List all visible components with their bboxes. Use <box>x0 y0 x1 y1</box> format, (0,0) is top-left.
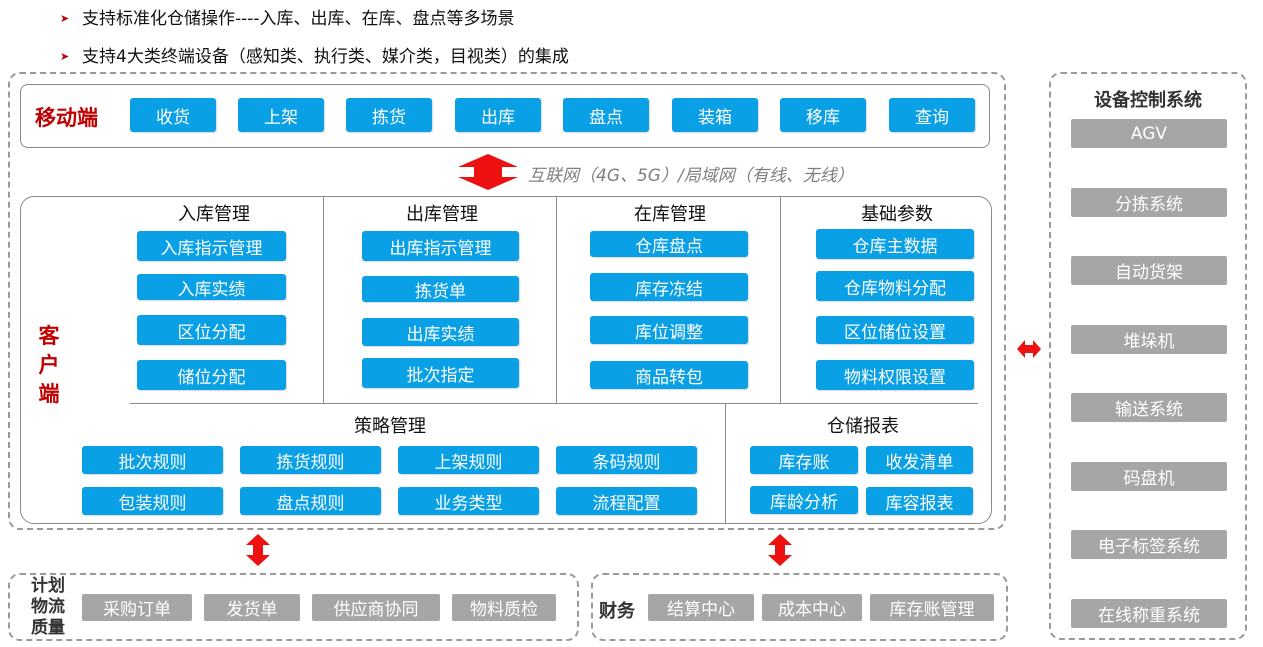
inbound-result-button[interactable]: 入库实绩 <box>137 274 286 300</box>
bullet-1: ➤ 支持标准化仓储操作----入库、出库、在库、盘点等多场景 <box>60 4 515 29</box>
supplier-collab-button[interactable]: 供应商协同 <box>312 594 440 621</box>
shelve-rule-button[interactable]: 上架规则 <box>398 446 539 474</box>
divider <box>130 403 978 404</box>
stock-ledger-button[interactable]: 库存账 <box>750 446 858 474</box>
divider <box>780 197 781 403</box>
count-rule-button[interactable]: 盘点规则 <box>240 487 381 515</box>
divider <box>556 197 557 403</box>
section-title-inbound: 入库管理 <box>178 204 250 225</box>
equipment-e-label[interactable]: 电子标签系统 <box>1071 530 1227 559</box>
repack-button[interactable]: 商品转包 <box>590 361 748 389</box>
mobile-button-count[interactable]: 盘点 <box>563 98 649 132</box>
mobile-button-query[interactable]: 查询 <box>889 98 975 132</box>
equipment-title: 设备控制系统 <box>1094 90 1202 111</box>
finance-container <box>591 573 1008 641</box>
batch-assign-button[interactable]: 批次指定 <box>362 358 519 388</box>
receipt-issue-list-button[interactable]: 收发清单 <box>866 446 973 474</box>
mobile-button-shelve[interactable]: 上架 <box>238 98 324 132</box>
double-arrow-vertical-icon <box>458 154 518 190</box>
process-config-button[interactable]: 流程配置 <box>556 487 697 515</box>
equipment-palletizer[interactable]: 码盘机 <box>1071 462 1227 491</box>
pick-rule-button[interactable]: 拣货规则 <box>240 446 381 474</box>
finance-title: 财务 <box>599 601 635 622</box>
equipment-weighing[interactable]: 在线称重系统 <box>1071 599 1227 628</box>
equipment-conveyor[interactable]: 输送系统 <box>1071 393 1227 422</box>
stock-freeze-button[interactable]: 库存冻结 <box>590 273 748 301</box>
mobile-title: 移动端 <box>35 106 98 130</box>
mobile-button-pack[interactable]: 装箱 <box>672 98 758 132</box>
bullet-text: 支持4大类终端设备（感知类、执行类、媒介类，目视类）的集成 <box>82 47 569 67</box>
section-title-reports: 仓储报表 <box>827 416 899 437</box>
divider <box>323 197 324 403</box>
delivery-note-button[interactable]: 发货单 <box>204 594 300 621</box>
plan-container <box>8 573 579 641</box>
equipment-sorting[interactable]: 分拣系统 <box>1071 188 1227 217</box>
section-title-strategy: 策略管理 <box>354 416 426 437</box>
pick-list-button[interactable]: 拣货单 <box>362 276 519 302</box>
outbound-result-button[interactable]: 出库实绩 <box>362 318 519 346</box>
business-type-button[interactable]: 业务类型 <box>398 487 539 515</box>
mobile-button-receive[interactable]: 收货 <box>130 98 216 132</box>
double-arrow-vertical-icon <box>768 534 792 566</box>
equipment-agv[interactable]: AGV <box>1071 119 1227 148</box>
zone-bin-setting-button[interactable]: 区位储位设置 <box>816 316 974 344</box>
mobile-button-move[interactable]: 移库 <box>780 98 866 132</box>
bin-adjust-button[interactable]: 库位调整 <box>590 316 748 344</box>
settlement-center-button[interactable]: 结算中心 <box>648 594 754 621</box>
equipment-container <box>1049 72 1247 640</box>
outbound-instruction-button[interactable]: 出库指示管理 <box>362 231 519 261</box>
material-qc-button[interactable]: 物料质检 <box>452 594 556 621</box>
section-title-inventory: 在库管理 <box>634 204 706 225</box>
mobile-button-pick[interactable]: 拣货 <box>346 98 432 132</box>
packing-rule-button[interactable]: 包装规则 <box>82 487 223 515</box>
plan-title: 计划物流质量 <box>31 576 65 638</box>
bullet-text: 支持标准化仓储操作----入库、出库、在库、盘点等多场景 <box>82 9 515 29</box>
barcode-rule-button[interactable]: 条码规则 <box>556 446 697 474</box>
warehouse-master-button[interactable]: 仓库主数据 <box>816 229 974 259</box>
warehouse-material-button[interactable]: 仓库物料分配 <box>816 271 974 301</box>
zone-allocation-button[interactable]: 区位分配 <box>137 315 286 345</box>
stock-ledger-mgmt-button[interactable]: 库存账管理 <box>870 594 994 621</box>
stock-age-button[interactable]: 库龄分析 <box>750 486 858 514</box>
cost-center-button[interactable]: 成本中心 <box>762 594 862 621</box>
bullet-2: ➤ 支持4大类终端设备（感知类、执行类、媒介类，目视类）的集成 <box>60 42 569 67</box>
batch-rule-button[interactable]: 批次规则 <box>82 446 223 474</box>
purchase-order-button[interactable]: 采购订单 <box>82 594 192 621</box>
client-title: 客户端 <box>38 324 60 406</box>
double-arrow-horizontal-icon <box>1017 340 1041 358</box>
section-title-basic-params: 基础参数 <box>861 204 933 225</box>
mobile-button-outbound[interactable]: 出库 <box>455 98 541 132</box>
material-permission-button[interactable]: 物料权限设置 <box>816 360 974 390</box>
network-label: 互联网（4G、5G）/局域网（有线、无线） <box>528 166 854 186</box>
section-title-outbound: 出库管理 <box>406 204 478 225</box>
bullet-triangle-icon: ➤ <box>60 50 70 63</box>
equipment-stacker[interactable]: 堆垛机 <box>1071 325 1227 354</box>
equipment-auto-shelf[interactable]: 自动货架 <box>1071 256 1227 285</box>
double-arrow-vertical-icon <box>246 534 270 566</box>
bullet-triangle-icon: ➤ <box>60 12 70 25</box>
bin-allocation-button[interactable]: 储位分配 <box>137 360 286 390</box>
main-system-container <box>8 72 1006 530</box>
divider <box>725 404 726 524</box>
inbound-instruction-button[interactable]: 入库指示管理 <box>137 231 286 261</box>
stocktake-button[interactable]: 仓库盘点 <box>590 231 748 257</box>
capacity-report-button[interactable]: 库容报表 <box>866 487 973 515</box>
